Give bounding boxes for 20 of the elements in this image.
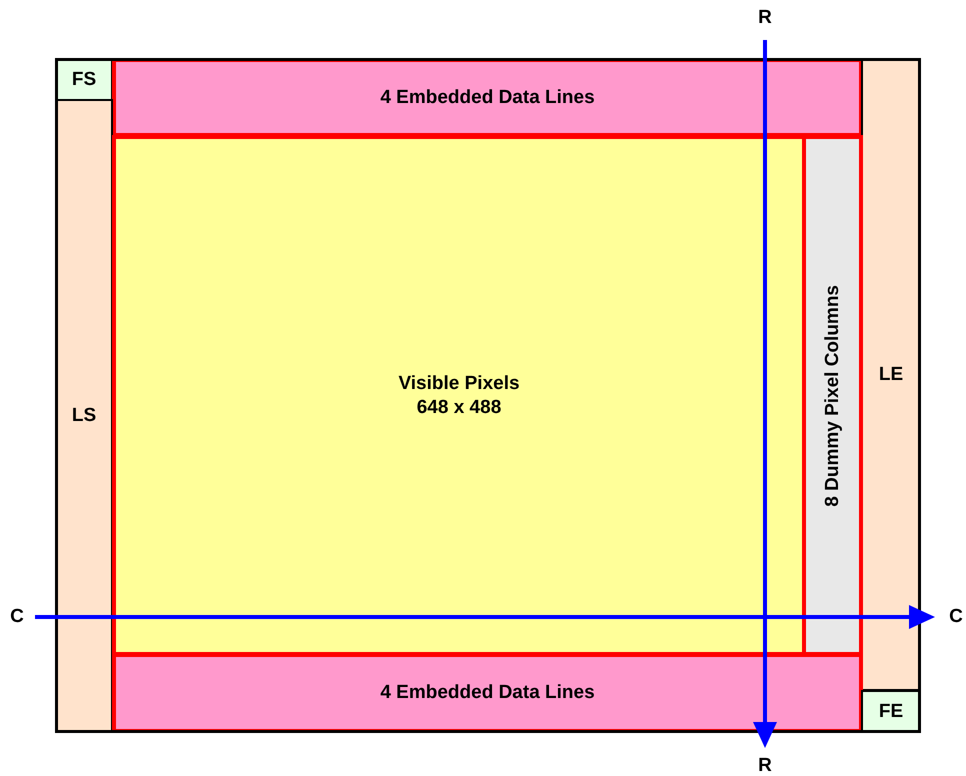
axis-label: R [758, 755, 772, 776]
box-label: 4 Embedded Data Lines [380, 681, 595, 705]
frame-start-box [55, 58, 113, 101]
axis-label: C [10, 606, 24, 628]
frame-end-box [861, 690, 921, 733]
axis-label: C [949, 606, 963, 628]
box-label: Visible Pixels [398, 372, 520, 396]
box-label: FS [72, 68, 96, 92]
box-label: 8 Dummy Pixel Columns [820, 284, 844, 506]
embedded-data-band [112, 653, 863, 733]
box-label: 648 x 488 [416, 396, 502, 420]
box-label: LE [878, 362, 904, 386]
sensor-frame [55, 58, 921, 733]
box-label: LS [72, 404, 96, 428]
box-label: FE [878, 700, 904, 724]
embedded-data-band [112, 58, 863, 137]
line-end-column [861, 58, 921, 691]
line-start-column [55, 99, 113, 733]
axis-label: R [758, 7, 772, 29]
box-label: 4 Embedded Data Lines [380, 86, 595, 110]
